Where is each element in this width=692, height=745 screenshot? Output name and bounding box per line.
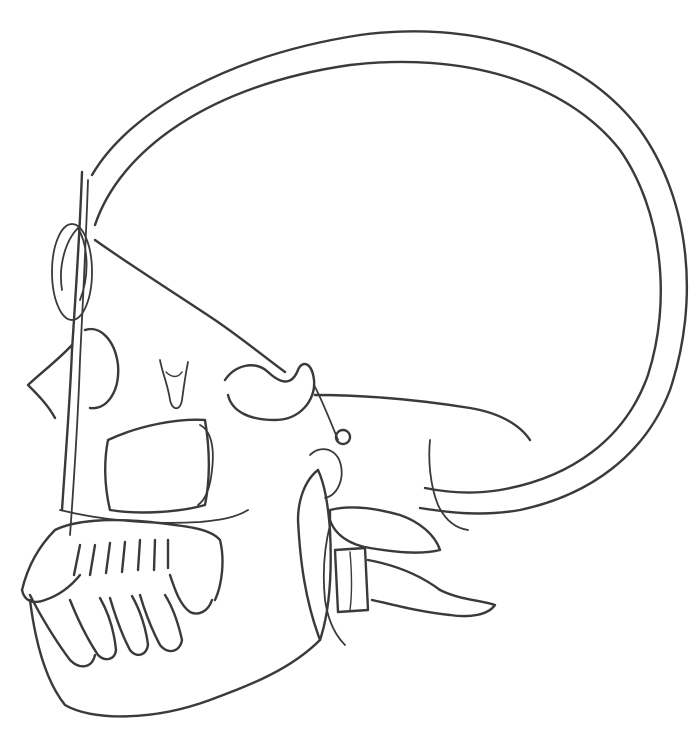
forehead-profile — [62, 172, 82, 510]
vertebra-inner-line — [350, 552, 352, 610]
occipital-condyle-region — [429, 440, 468, 530]
axis-vertebra-process — [368, 560, 495, 616]
lower-incisor — [30, 595, 95, 666]
porion-marker — [336, 430, 350, 444]
upper-incisor — [22, 530, 80, 602]
cranium-inner-outline — [95, 62, 661, 493]
cervical-lower-line — [324, 525, 345, 645]
lower-tooth-2 — [70, 598, 116, 659]
mandibular-ramus — [298, 470, 320, 640]
upper-teeth-roots — [74, 540, 168, 575]
maxillary-sinus — [105, 420, 209, 513]
posterior-cranial-base — [315, 395, 530, 440]
anterior-cranial-base — [95, 240, 285, 372]
pterygomaxillary-fissure — [198, 425, 213, 505]
nasal-bone — [28, 345, 72, 418]
sphenoid-wing-inner — [166, 372, 182, 377]
clivus — [314, 385, 338, 440]
upper-molars — [170, 575, 212, 614]
cranium-outer-outline — [92, 31, 687, 513]
mandible-outline — [30, 470, 331, 716]
sella-turcica — [225, 364, 314, 420]
orbit-outline — [85, 329, 118, 408]
lower-tooth-4 — [140, 595, 182, 651]
atlas-vertebra — [330, 508, 440, 553]
sphenoid-wing — [160, 360, 188, 408]
